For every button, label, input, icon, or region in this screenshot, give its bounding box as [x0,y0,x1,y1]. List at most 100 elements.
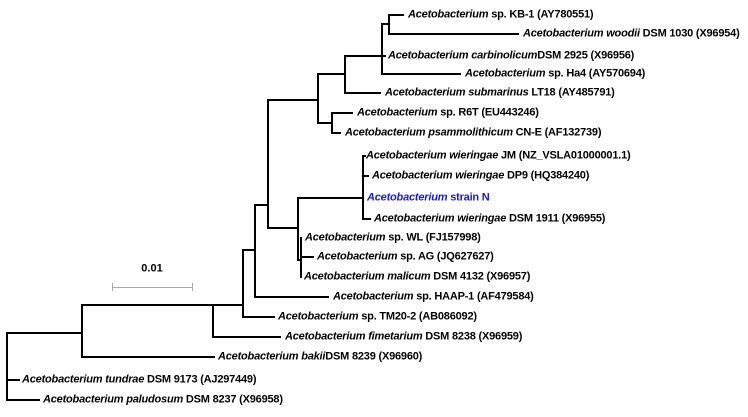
branch-segment-v [344,55,346,94]
branch-segment-h [345,55,386,57]
taxon-label-wieringae-jm: Acetobacterium wieringae JM (NZ_VSLA0100… [366,149,631,162]
taxon-name-roman: strain N [447,191,490,204]
taxon-name-italic: Acetobacterium [357,106,438,119]
branch-segment-v [381,23,383,75]
taxon-label-carbinolicum: Acetobacterium carbinolicumDSM 2925 (X96… [388,49,635,62]
taxon-name-italic: Acetobacterium bakii [218,350,326,363]
branch-segment-h [7,399,40,401]
branch-segment-h [318,73,345,75]
taxon-name-italic: Acetobacterium [333,290,414,303]
branch-segment-h [389,33,519,35]
taxon-label-ha4: Acetobacterium sp. Ha4 (AY570694) [465,67,646,80]
branch-segment-h [243,249,255,251]
taxon-label-r6t: Acetobacterium sp. R6T (EU443246) [357,106,539,119]
taxon-name-italic: Acetobacterium paludosum [43,393,184,406]
branch-segment-h [298,197,363,199]
taxon-name-roman: sp. R6T (EU443246) [437,106,539,119]
scale-bar-left-tick [112,283,113,291]
branch-segment-v [267,99,269,229]
taxon-label-tundrae: Acetobacterium tundrae DSM 9173 (AJ29744… [22,373,257,386]
taxon-label-haap-1: Acetobacterium sp. HAAP-1 (AF479584) [333,290,534,303]
taxon-name-roman: DSM 2925 (X96956) [537,49,635,62]
taxon-name-roman: sp. KB-1 (AY780551) [488,8,594,21]
taxon-label-wieringae-dp9: Acetobacterium wieringae DP9 (HQ384240) [372,169,590,182]
branch-segment-h [389,14,404,16]
branch-segment-h [363,155,366,157]
taxon-label-tm20-2: Acetobacterium sp. TM20-2 (AB086092) [278,310,477,323]
taxon-name-roman: sp. Ha4 (AY570694) [545,67,646,80]
taxon-name-roman: sp. TM20-2 (AB086092) [358,310,477,323]
taxon-label-submarinus: Acetobacterium submarinus LT18 (AY485791… [385,86,615,99]
taxon-name-roman: DSM 8237 (X96958) [183,393,283,406]
branch-segment-h [382,73,461,75]
branch-segment-h [213,336,281,338]
branch-segment-h [243,316,275,318]
branch-segment-v [297,197,299,261]
taxon-name-roman: DP9 (HQ384240) [504,169,590,182]
branch-segment-h [332,132,341,134]
branch-segment-h [363,218,371,220]
taxon-label-woodii: Acetobacterium woodii DSM 1030 (X96954) [523,27,740,40]
branch-segment-v [212,304,214,338]
branch-segment-h [82,304,243,306]
taxon-name-italic: Acetobacterium wieringae [374,212,507,225]
taxon-label-bakii: Acetobacterium bakiiDSM 8239 (X96960) [218,350,423,363]
taxon-name-roman: CN-E (AF132739) [512,126,602,139]
scale-bar-label: 0.01 [141,262,163,275]
branch-segment-h [7,379,20,381]
taxon-name-italic: Acetobacterium psammolithicum [345,126,513,139]
branch-segment-h [82,356,215,358]
branch-segment-h [301,256,314,258]
branch-segment-h [268,99,318,101]
taxon-name-italic: Acetobacterium woodii [523,27,640,40]
taxon-name-roman: DSM 1030 (X96954) [639,27,740,40]
branch-segment-h [345,92,381,94]
taxon-name-roman: DSM 8238 (X96959) [422,330,523,343]
branch-segment-h [7,332,82,334]
taxon-label-wl: Acetobacterium sp. WL (FJ157998) [305,231,481,244]
branch-segment-v [388,14,390,35]
taxon-name-italic: Acetobacterium malicum [304,270,431,283]
branch-segment-h [255,296,329,298]
taxon-name-roman: JM (NZ_VSLA01000001.1) [498,149,631,162]
branch-segment-v [6,332,8,401]
taxon-name-roman: DSM 9173 (AJ297449) [144,373,257,386]
taxon-name-roman: LT18 (AY485791) [528,86,615,99]
taxon-name-roman: DSM 8239 (X96960) [325,350,423,363]
taxon-label-psammolithicum: Acetobacterium psammolithicum CN-E (AF13… [345,126,602,139]
taxon-name-roman: DSM 1911 (X96955) [506,212,606,225]
taxon-label-wieringae-dsm: Acetobacterium wieringae DSM 1911 (X9695… [374,212,606,225]
branch-segment-v [331,112,333,134]
branch-segment-h [318,122,332,124]
branch-segment-v [362,155,364,220]
taxon-name-roman: sp. HAAP-1 (AF479584) [413,290,534,303]
taxon-name-roman: DSM 4132 (X96957) [430,270,531,283]
branch-segment-v [254,204,256,298]
taxon-name-italic: Acetobacterium wieringae [366,149,499,162]
branch-segment-v [317,73,319,124]
taxon-label-fimetarium: Acetobacterium fimetarium DSM 8238 (X969… [285,330,523,343]
taxon-name-italic: Acetobacterium [305,231,386,244]
taxon-label-paludosum: Acetobacterium paludosum DSM 8237 (X9695… [43,393,283,406]
taxon-name-italic: Acetobacterium [278,310,359,323]
taxon-name-italic: Acetobacterium [408,8,489,21]
branch-segment-v [242,249,244,318]
taxon-label-strain-n: Acetobacterium strain N [367,191,490,204]
taxon-name-italic: Acetobacterium carbinolicum [388,49,538,62]
taxon-name-roman: sp. AG (JQ627627) [397,250,494,263]
branch-segment-h [363,175,369,177]
scale-bar-right-tick [192,283,193,291]
branch-segment-h [332,112,353,114]
taxon-name-italic: Acetobacterium fimetarium [285,330,423,343]
taxon-label-kb-1: Acetobacterium sp. KB-1 (AY780551) [408,8,594,21]
branch-segment-h [298,259,301,261]
branch-segment-h [255,204,268,206]
branch-segment-h [268,227,298,229]
taxon-name-italic: Acetobacterium [465,67,546,80]
branch-segment-v [81,304,83,358]
taxon-label-malicum: Acetobacterium malicum DSM 4132 (X96957) [304,270,531,283]
taxon-name-italic: Acetobacterium wieringae [372,169,505,182]
branch-segment-h [382,23,389,25]
taxon-name-roman: sp. WL (FJ157998) [385,231,481,244]
